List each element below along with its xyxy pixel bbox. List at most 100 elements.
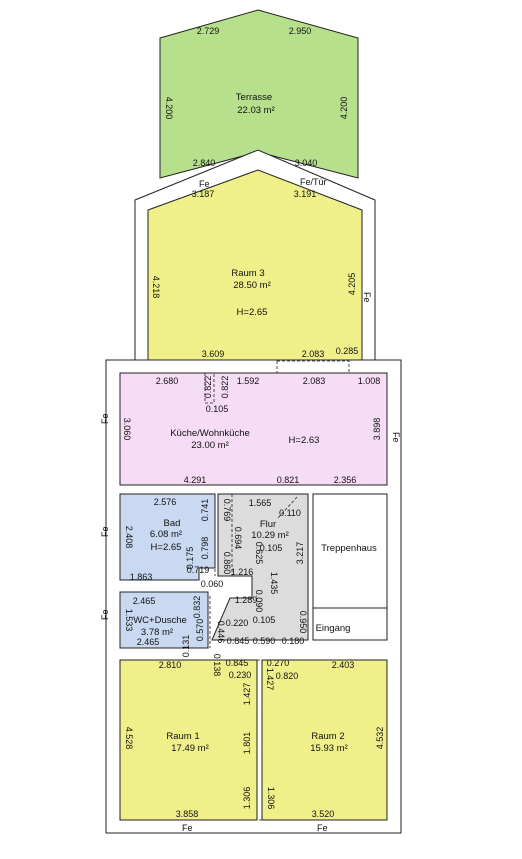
- dim-label: 2.403: [332, 660, 355, 670]
- bath-height: H=2.65: [151, 542, 182, 553]
- dim-label: 4.218: [151, 276, 161, 299]
- dim-label: 0.694: [233, 527, 243, 550]
- fe-label-kitchen-left: Fe: [100, 413, 110, 424]
- hall-area: 10.29 m²: [251, 530, 289, 541]
- dim-label: 3.520: [312, 809, 335, 819]
- dim-label: 0.131: [181, 635, 191, 658]
- dim-label: 1.289: [235, 595, 258, 605]
- terrace-area-value: 22.03 m²: [237, 105, 275, 116]
- dim-label: 0.590: [253, 636, 276, 646]
- dim-label: 0.860: [222, 552, 232, 575]
- dim-label: 2.680: [156, 376, 179, 386]
- dim-label: 2.083: [302, 349, 325, 359]
- fe-label-raum1-bottom: Fe: [182, 823, 193, 833]
- dim-label: 0.820: [276, 671, 299, 681]
- dim-label: 0.060: [201, 579, 224, 589]
- terrace-area: [159, 9, 359, 179]
- dim-label: 1.008: [358, 376, 381, 386]
- wc-name: WC+Dusche: [133, 615, 187, 626]
- dim-label: 4.205: [347, 273, 357, 296]
- dim-label: 1.565: [249, 498, 272, 508]
- dim-label: 1.533: [124, 609, 134, 632]
- kitchen-area: 23.00 m²: [191, 440, 229, 451]
- dim-label: 3.609: [202, 349, 225, 359]
- dim-label: 2.576: [154, 497, 177, 507]
- dim-label: 1.435: [269, 572, 279, 595]
- dim-label: 0.625: [254, 542, 264, 565]
- dim-label: 0.180: [282, 636, 305, 646]
- dim-label: 2.950: [289, 26, 312, 36]
- room-raum1: [119, 659, 258, 821]
- dim-label: 2.810: [159, 660, 182, 670]
- dim-label: 0.285: [336, 346, 359, 356]
- raum3-area: 28.50 m²: [233, 280, 271, 291]
- dim-label: 0.822: [203, 376, 213, 399]
- dim-label: 1.427: [265, 668, 275, 691]
- bath-area: 6.08 m²: [150, 529, 182, 540]
- dim-label: 0.719: [187, 565, 210, 575]
- dim-label: 0.845: [227, 636, 250, 646]
- fe-label-wc-left: Fe: [100, 609, 110, 620]
- fe-label-terrace-left: Fe: [199, 179, 210, 189]
- terrace-name: Terrasse: [236, 92, 272, 103]
- room-raum3: [147, 169, 363, 361]
- dim-label: 1.592: [237, 376, 260, 386]
- dim-label: 0.798: [200, 537, 210, 560]
- fe-label-kitchen-right: Fe: [391, 432, 401, 443]
- dim-label: 3.217: [295, 542, 305, 565]
- dim-label: 3.040: [295, 158, 318, 168]
- dim-label: 3.187: [192, 189, 215, 199]
- dim-label: 0.105: [260, 543, 283, 553]
- dim-label: 2.083: [303, 376, 326, 386]
- dim-label: 0.570: [195, 619, 205, 642]
- stairwell-name: Treppenhaus: [321, 543, 377, 554]
- dim-label: 0.845: [226, 658, 249, 668]
- dim-label: 2.356: [334, 475, 357, 485]
- dim-label: 1.306: [242, 787, 252, 810]
- dim-label: 0.230: [229, 670, 252, 680]
- dim-label: 4.291: [184, 475, 207, 485]
- dimension-labels: 2.729 2.950 2.840 3.040 3.187 3.191 3.60…: [122, 26, 385, 819]
- raum1-area: 17.49 m²: [171, 743, 209, 754]
- dim-label: 3.898: [372, 418, 382, 441]
- dim-label: 2.465: [137, 637, 160, 647]
- dim-label: 0.138: [212, 654, 222, 677]
- room-hall: [211, 493, 309, 641]
- dim-label: 0.270: [267, 658, 290, 668]
- dim-label: 0.832: [192, 596, 202, 619]
- fe-label-bath-left: Fe: [100, 526, 110, 537]
- dim-label: 0.950: [298, 611, 308, 634]
- dim-label: 2.840: [193, 158, 216, 168]
- dim-label: 3.858: [176, 809, 199, 819]
- dim-label: 0.446: [216, 621, 226, 644]
- dim-label: 1.427: [242, 683, 252, 706]
- dim-label: 0.175: [185, 547, 195, 570]
- dashed-openings: [204, 360, 350, 821]
- dim-label: 3.191: [294, 189, 317, 199]
- dim-label: 4.532: [375, 727, 385, 750]
- entrance-name: Eingang: [316, 623, 351, 634]
- room-raum2: [261, 659, 388, 821]
- dim-label: 4.528: [124, 727, 134, 750]
- dim-label: 0.110: [279, 508, 301, 518]
- dim-label: 0.769: [222, 499, 232, 522]
- kitchen-name: Küche/Wohnküche: [170, 428, 250, 439]
- dim-label: 0.741: [200, 499, 210, 522]
- fe-label-terrace-right: Fe/Tür: [300, 177, 327, 187]
- dim-label: 1.306: [266, 787, 276, 810]
- raum2-area: 15.93 m²: [310, 743, 348, 754]
- fe-label-raum3-right: Fe: [362, 292, 372, 303]
- dim-label: 4.200: [164, 97, 174, 120]
- dim-label: 2.729: [197, 26, 220, 36]
- dim-label: 0.220: [226, 618, 249, 628]
- wc-area: 3.78 m²: [141, 627, 173, 638]
- room-stairwell: [312, 493, 388, 641]
- dim-label: 4.200: [339, 97, 349, 120]
- dim-label: 0.821: [277, 475, 300, 485]
- dim-label: 0.105: [206, 404, 229, 414]
- raum3-name: Raum 3: [231, 268, 264, 279]
- room-wc: [119, 591, 209, 649]
- dim-label: 1.801: [242, 732, 252, 755]
- hall-name: Flur: [260, 519, 276, 530]
